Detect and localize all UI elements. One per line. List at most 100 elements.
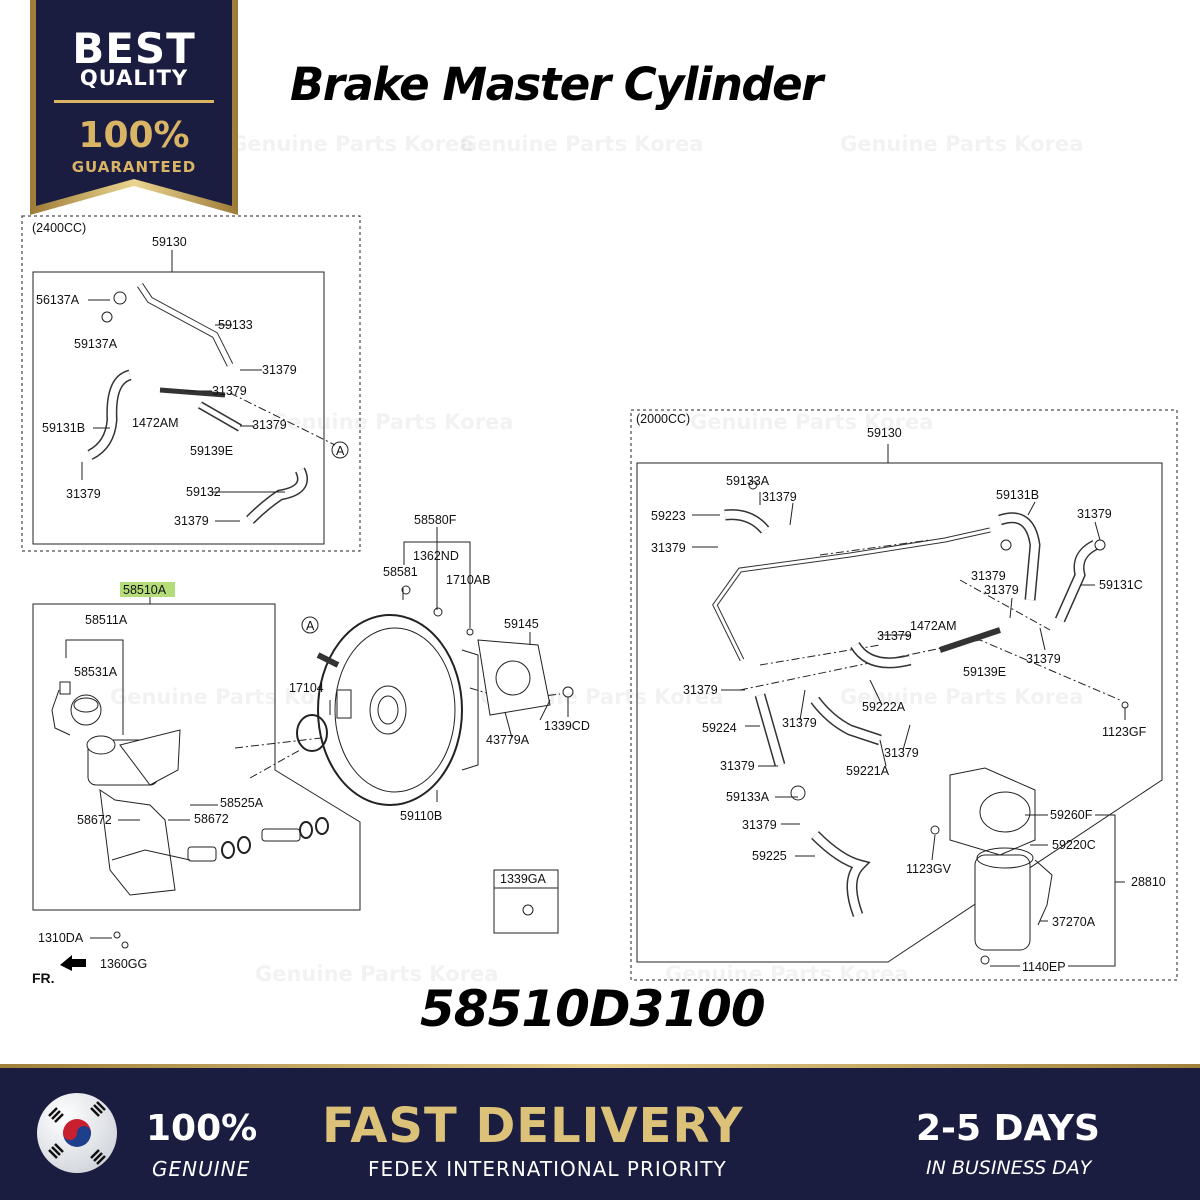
label-2000cc: (2000CC) (636, 412, 690, 426)
label-59223: 59223 (651, 509, 686, 523)
label-59145: 59145 (504, 617, 539, 631)
label-31379: 31379 (174, 514, 209, 528)
label-31379: 31379 (782, 716, 817, 730)
label-58531a: 58531A (74, 665, 118, 679)
page-title: Brake Master Cylinder (290, 58, 823, 111)
label-1472am: 1472AM (132, 416, 179, 430)
watermark: Genuine Parts Korea (110, 685, 354, 709)
label-31379: 31379 (984, 583, 1019, 597)
label-1339cd: 1339CD (544, 719, 590, 733)
watermark: Genuine Parts Korea (840, 132, 1084, 156)
label-59225: 59225 (752, 849, 787, 863)
label-59224: 59224 (702, 721, 737, 735)
box-2400cc (21, 215, 361, 552)
fedex-label: FEDEX INTERNATIONAL PRIORITY (368, 1157, 727, 1181)
delivery-footer (0, 1068, 1200, 1200)
label-31379: 31379 (884, 746, 919, 760)
box-2000cc (630, 409, 1178, 981)
label-58672: 58672 (194, 812, 229, 826)
label-2400cc: (2400CC) (32, 221, 86, 235)
label-1339ga: 1339GA (500, 872, 547, 886)
label-31379: 31379 (651, 541, 686, 555)
label-59132: 59132 (186, 485, 221, 499)
label-58580f: 58580F (414, 513, 457, 527)
label-58511a: 58511A (85, 613, 128, 627)
business-day-label: IN BUSINESS DAY (926, 1157, 1092, 1179)
label-59220c: 59220C (1052, 838, 1096, 852)
box-master-cylinder (32, 603, 361, 911)
label-59133a: 59133A (726, 790, 770, 804)
badge-quality: QUALITY (79, 66, 189, 90)
label-31379: 31379 (1026, 652, 1061, 666)
label-37270a: 37270A (1052, 915, 1096, 929)
label-59130: 59130 (152, 235, 187, 249)
label-58510a: 58510A (123, 583, 167, 597)
label-31379: 31379 (212, 384, 247, 398)
badge-guaranteed: GUARANTEED (71, 158, 197, 176)
label-fr: FR. (32, 970, 55, 986)
label-31379: 31379 (877, 629, 912, 643)
label-59222a: 59222A (862, 700, 906, 714)
label-31379: 31379 (683, 683, 718, 697)
label-31379: 31379 (1077, 507, 1112, 521)
ribbon-shape (30, 0, 238, 215)
label-1123gv: 1123GV (906, 862, 952, 876)
delivery-days: 2-5 DAYS (916, 1108, 1100, 1149)
fast-delivery: FAST DELIVERY (322, 1098, 744, 1154)
highlight-58510a (120, 582, 175, 597)
label-31379: 31379 (742, 818, 777, 832)
label-43779a: 43779A (486, 733, 530, 747)
label-59133: 59133 (218, 318, 253, 332)
label-58581: 58581 (383, 565, 418, 579)
label-59130: 59130 (867, 426, 902, 440)
watermark: Genuine Parts Korea (460, 132, 704, 156)
label-59139e: 59139E (190, 444, 233, 458)
box-1339ga (493, 869, 559, 934)
label-59133a: 59133A (726, 474, 770, 488)
watermark: Genuine Parts Korea (665, 962, 909, 986)
label-59131b: 59131B (42, 421, 85, 435)
label-17104: 17104 (289, 681, 324, 695)
callout-a: A (306, 619, 315, 633)
watermark: Genuine Parts Korea (840, 685, 1084, 709)
watermark: Genuine Parts Korea (255, 962, 499, 986)
label-59110b: 59110B (400, 809, 442, 823)
watermark: Genuine Parts Korea (690, 410, 934, 434)
label-1362nd: 1362ND (413, 549, 459, 563)
part-number: 58510D3100 (420, 980, 766, 1038)
watermark: Genuine Parts Korea (270, 410, 514, 434)
badge-percent: 100% (78, 115, 190, 156)
front-arrow-icon (60, 955, 86, 971)
label-1472am: 1472AM (910, 619, 957, 633)
label-31379: 31379 (971, 569, 1006, 583)
box-2400cc-inner (32, 271, 325, 545)
callout-a: A (336, 444, 345, 458)
label-31379: 31379 (720, 759, 755, 773)
label-1140ep: 1140EP (1022, 960, 1066, 974)
label-56137a: 56137A (36, 293, 80, 307)
label-31379: 31379 (262, 363, 297, 377)
label-59221a: 59221A (846, 764, 890, 778)
label-31379: 31379 (762, 490, 797, 504)
label-59131b: 59131B (996, 488, 1039, 502)
label-1360gg: 1360GG (100, 957, 147, 971)
label-59131c: 59131C (1099, 578, 1143, 592)
footer-gold-strip (0, 1064, 1200, 1069)
genuine-label: GENUINE (152, 1157, 251, 1181)
korea-flag-icon (37, 1093, 117, 1173)
label-31379: 31379 (66, 487, 101, 501)
label-1310da: 1310DA (38, 931, 84, 945)
best-quality-badge: BEST QUALITY 100% GUARANTEED (30, 0, 238, 215)
label-1123gf: 1123GF (1102, 725, 1147, 739)
label-1710ab: 1710AB (446, 573, 490, 587)
label-31379: 31379 (252, 418, 287, 432)
watermark: Genuine Parts Korea (230, 132, 474, 156)
label-59260f: 59260F (1050, 808, 1093, 822)
badge-best: BEST (72, 24, 196, 73)
genuine-percent: 100% (146, 1108, 258, 1149)
label-59139e: 59139E (963, 665, 1006, 679)
label-58672: 58672 (77, 813, 112, 827)
label-28810: 28810 (1131, 875, 1166, 889)
label-58525a: 58525A (220, 796, 264, 810)
